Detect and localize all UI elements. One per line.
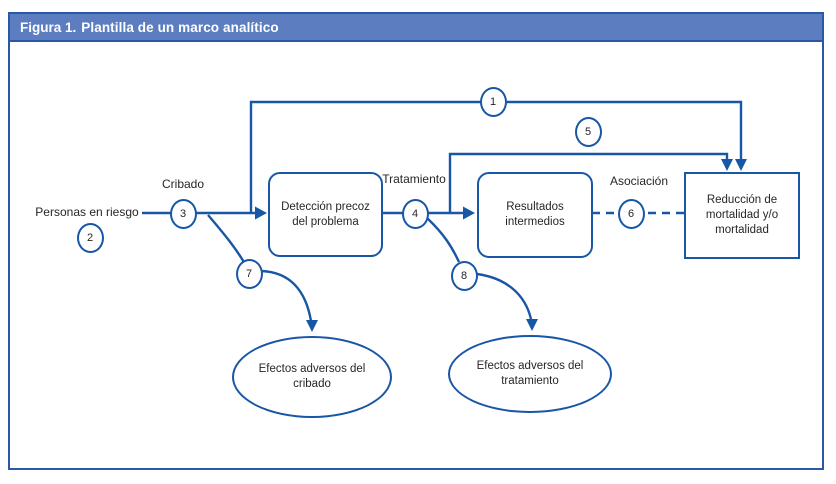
box-reduccion-mortalidad: Reducción de mortalidad y/o mortalidad [684, 172, 800, 259]
marker-7-number: 7 [245, 268, 253, 280]
marker-5: 5 [574, 117, 602, 147]
box-deteccion-precoz-label: Detección precoz del problema [281, 200, 370, 228]
arrowhead-into-deteccion [255, 206, 267, 220]
marker-6: 6 [617, 199, 645, 229]
label-asociacion: Asociación [609, 174, 669, 188]
ellipse-efectos-adversos-cribado-label: Efectos adversos del cribado [258, 363, 366, 390]
arrowhead-bypass-1 [735, 159, 747, 171]
box-resultados-intermedios: Resultados intermedios [477, 172, 593, 258]
curve-7-lower [260, 269, 313, 322]
curve-8-upper [426, 217, 461, 263]
arrowhead-into-resultados [463, 206, 475, 220]
marker-5-number: 5 [584, 126, 592, 138]
ellipse-efectos-adversos-cribado: Efectos adversos del cribado [232, 336, 392, 418]
marker-3-number: 3 [179, 208, 187, 220]
curve-8-lower [476, 272, 533, 320]
marker-1: 1 [479, 87, 507, 117]
marker-3: 3 [169, 199, 197, 229]
marker-2-number: 2 [86, 232, 94, 244]
figure-title: Plantilla de un marco analítico [81, 19, 279, 35]
marker-7: 7 [235, 259, 263, 289]
ellipse-efectos-adversos-tratamiento: Efectos adversos del tratamiento [448, 335, 612, 413]
box-reduccion-mortalidad-label: Reducción de mortalidad y/o mortalidad [705, 194, 779, 236]
marker-4-number: 4 [411, 208, 419, 220]
marker-8: 8 [450, 261, 478, 291]
arrowhead-into-ellipse-tratamiento [526, 319, 538, 331]
marker-4: 4 [401, 199, 429, 229]
curve-7-upper [207, 214, 247, 265]
marker-1-number: 1 [489, 96, 497, 108]
line-bypass-5 [448, 152, 729, 213]
label-personas-en-riesgo: Personas en riesgo [35, 205, 139, 219]
label-cribado: Cribado [161, 177, 205, 191]
label-tratamiento: Tratamiento [382, 172, 446, 186]
figure-number: Figura 1. [20, 19, 77, 35]
box-resultados-intermedios-label: Resultados intermedios [505, 201, 565, 228]
arrowhead-into-ellipse-cribado [306, 320, 318, 332]
figure-header: Figura 1. Plantilla de un marco analític… [10, 14, 822, 42]
marker-8-number: 8 [460, 270, 468, 282]
box-deteccion-precoz: Detección precoz del problema [268, 172, 383, 257]
marker-6-number: 6 [627, 208, 635, 220]
ellipse-efectos-adversos-tratamiento-label: Efectos adversos del tratamiento [476, 360, 584, 387]
arrowhead-bypass-5 [721, 159, 733, 171]
marker-2: 2 [76, 223, 104, 253]
